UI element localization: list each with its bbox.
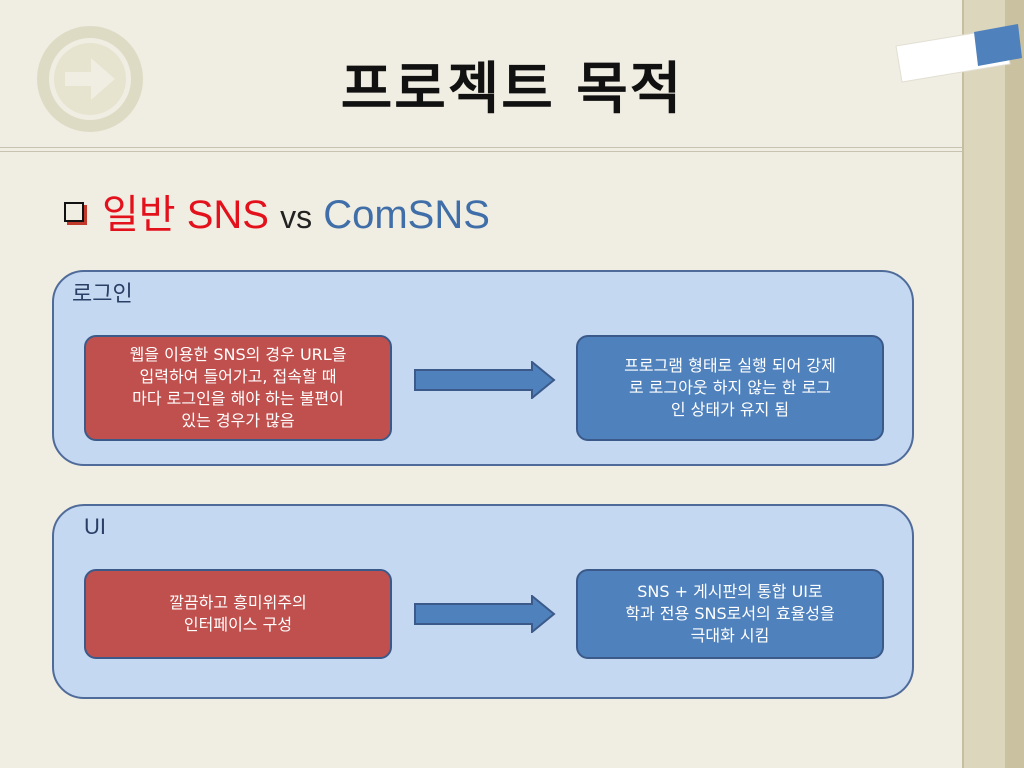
general-sns-ui-box: 깔끔하고 흥미위주의 인터페이스 구성: [84, 569, 392, 659]
general-sns-login-box: 웹을 이용한 SNS의 경우 URL을 입력하여 들어가고, 접속할 때 마다 …: [84, 335, 392, 441]
band-divider: [962, 0, 964, 768]
arrow-right-circle-icon: [37, 26, 143, 132]
page-title: 프로젝트 목적: [340, 57, 684, 122]
title-divider-secondary: [0, 151, 962, 152]
subtitle-vs: vs: [280, 199, 313, 235]
title-divider: [0, 147, 962, 148]
comsns-login-text: 프로그램 형태로 실행 되어 강제 로 로그아웃 하지 않는 한 로그 인 상태…: [624, 356, 836, 419]
corner-tab-decoration: [895, 24, 1022, 83]
general-sns-login-text: 웹을 이용한 SNS의 경우 URL을 입력하여 들어가고, 접속할 때 마다 …: [129, 345, 347, 430]
right-arrow-icon: [414, 595, 556, 633]
comsns-ui-box: SNS + 게시판의 통합 UI로 학과 전용 SNS로서의 효율성을 극대화 …: [576, 569, 884, 659]
panel-label-ui: UI: [84, 514, 106, 539]
right-decorative-band-inner: [1005, 0, 1024, 768]
general-sns-ui-text: 깔끔하고 흥미위주의 인터페이스 구성: [169, 593, 307, 634]
right-arrow-icon: [414, 361, 556, 399]
subtitle-general-sns: 일반 SNS: [102, 193, 269, 237]
comsns-ui-text: SNS + 게시판의 통합 UI로 학과 전용 SNS로서의 효율성을 극대화 …: [625, 582, 835, 645]
square-bullet-icon: [64, 202, 84, 222]
panel-label-login: 로그인: [72, 281, 133, 306]
subtitle-comsns: ComSNS: [323, 193, 490, 237]
comsns-login-box: 프로그램 형태로 실행 되어 강제 로 로그아웃 하지 않는 한 로그 인 상태…: [576, 335, 884, 441]
